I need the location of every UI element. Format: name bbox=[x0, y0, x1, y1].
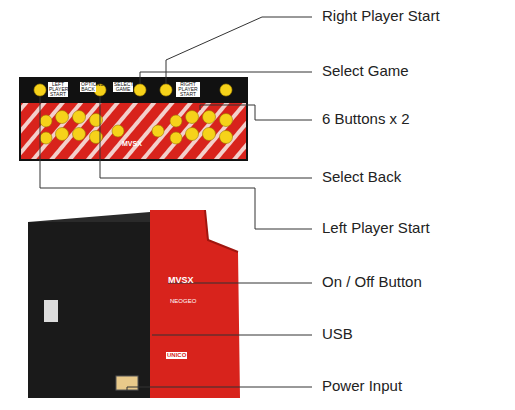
leader-line bbox=[166, 17, 312, 84]
callout-label: Select Back bbox=[322, 169, 401, 186]
logo-text: MVSX bbox=[168, 276, 194, 286]
cabinet bbox=[28, 210, 240, 398]
leader-line bbox=[152, 335, 312, 336]
action-buttons bbox=[40, 111, 233, 145]
callout-label: 6 Buttons x 2 bbox=[322, 111, 410, 128]
panel-label: LEFT PLAYER START bbox=[48, 82, 68, 97]
cabinet-top bbox=[28, 212, 158, 222]
leader-line bbox=[100, 97, 312, 178]
callout-label: Right Player Start bbox=[322, 8, 440, 25]
panel-red-area bbox=[20, 103, 247, 160]
sticker bbox=[44, 300, 58, 322]
leader-lines bbox=[40, 17, 312, 391]
panel-label: SELECT GAME bbox=[113, 82, 133, 92]
panel-label: RIGHT PLAYER START bbox=[176, 82, 200, 97]
panel-border bbox=[20, 78, 247, 160]
panel-top-strip bbox=[20, 78, 247, 103]
brand-text: NEOGEO bbox=[170, 298, 196, 305]
callout-label: Select Game bbox=[322, 63, 409, 80]
control-panel bbox=[20, 78, 247, 160]
callout-label: Power Input bbox=[322, 378, 402, 395]
brand-badge: UNICO bbox=[166, 352, 187, 359]
callout-label: USB bbox=[322, 326, 353, 343]
callout-label: Left Player Start bbox=[322, 220, 430, 237]
leader-line bbox=[40, 97, 312, 229]
leader-line bbox=[127, 387, 312, 391]
side-panel bbox=[150, 210, 240, 398]
cabinet-body bbox=[28, 222, 158, 398]
side-edge bbox=[205, 210, 238, 252]
leader-line bbox=[200, 105, 312, 120]
leader-line bbox=[140, 72, 312, 84]
panel-label: OPTIONS BACK bbox=[80, 82, 96, 92]
logo-text: MVSX bbox=[122, 140, 142, 148]
callout-label: On / Off Button bbox=[322, 274, 422, 291]
